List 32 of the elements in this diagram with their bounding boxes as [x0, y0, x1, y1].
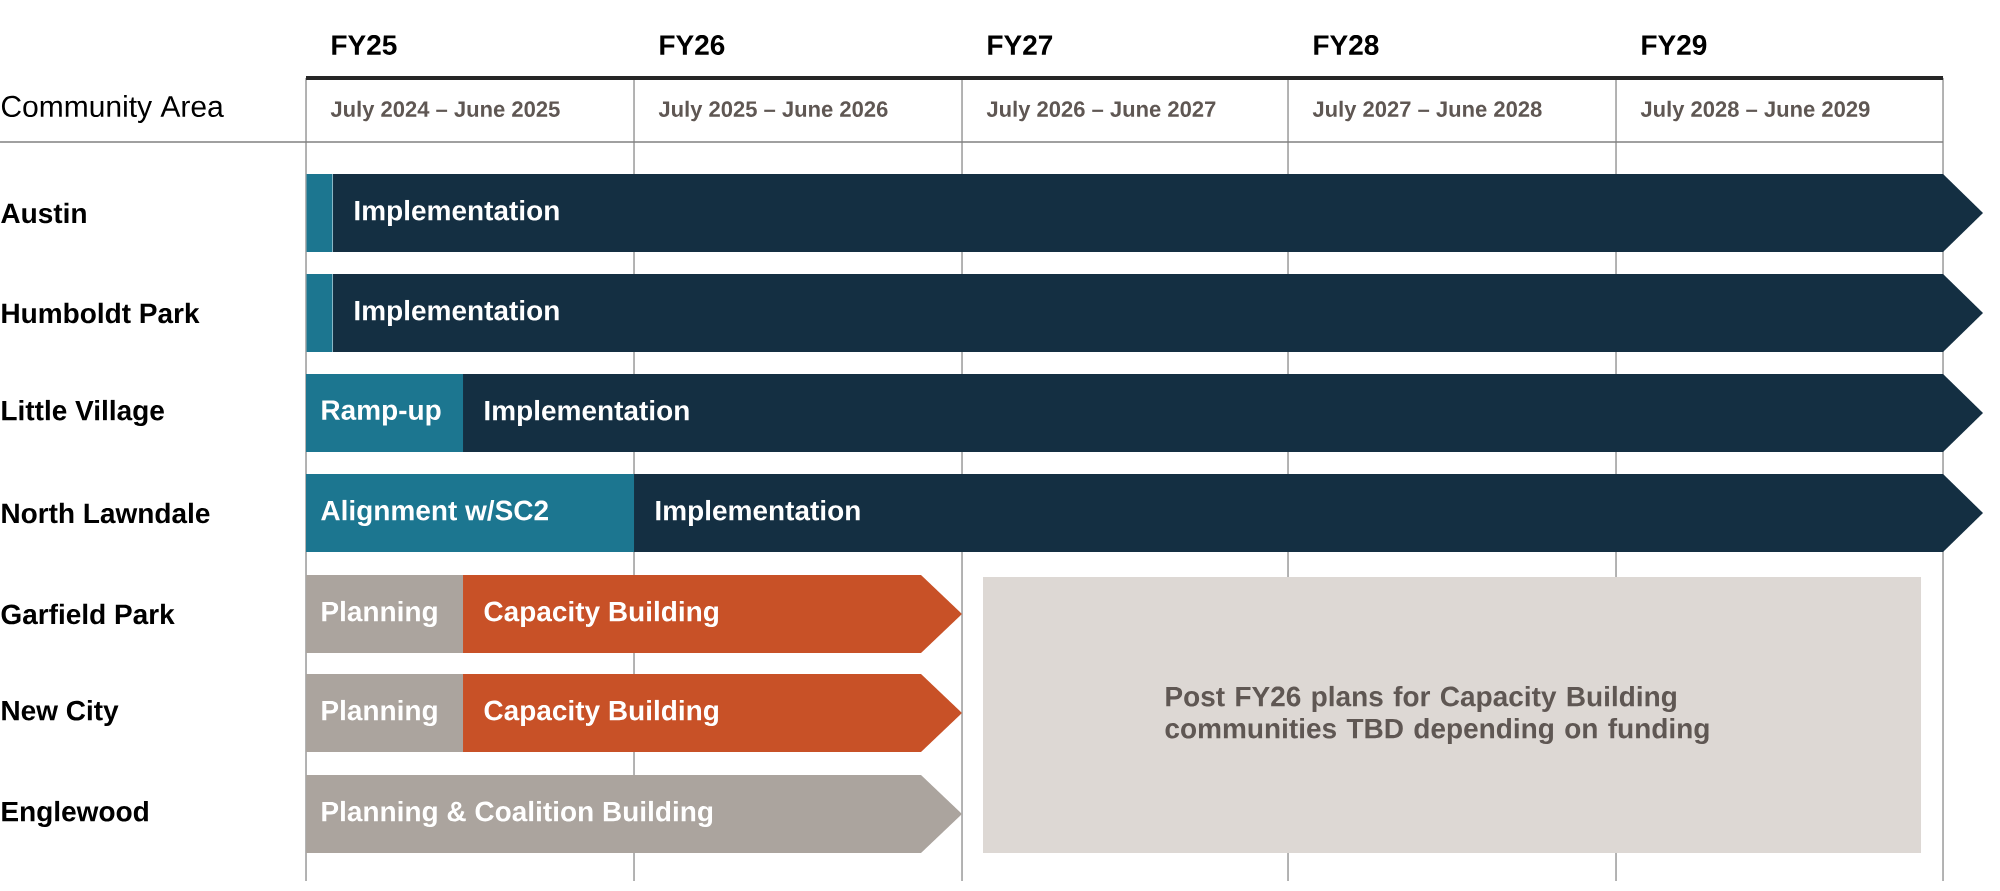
timeline-bar: Capacity Building [463, 575, 962, 653]
date-range: July 2027 – June 2028 [1312, 100, 1542, 122]
year-heading: FY26 [660, 35, 725, 55]
timeline-bar: Implementation [333, 174, 1983, 252]
timeline-bar: Planning [306, 575, 463, 653]
timeline-bar: Alignment w/SC2 [306, 474, 634, 552]
row-label: Austin [1, 202, 86, 224]
timeline-bar [306, 174, 333, 252]
row-label: Little Village [2, 399, 164, 427]
timeline-bar: Implementation [463, 374, 1983, 452]
timeline-bar: Implementation [333, 274, 1983, 352]
timeline-bar: Planning & Coalition Building [306, 775, 962, 853]
timeline-bar: Implementation [634, 474, 1983, 552]
date-range: July 2025 – June 2026 [658, 100, 888, 122]
row-label: Humboldt Park [2, 302, 200, 324]
year-heading: FY25 [332, 35, 397, 55]
year-heading: FY27 [988, 35, 1053, 55]
year-heading: FY29 [1642, 35, 1707, 55]
note-box: Post FY26 plans for Capacity Building communities TBD depending on funding [983, 577, 1921, 853]
date-range: July 2026 – June 2027 [986, 100, 1216, 122]
timeline-bar: Planning [306, 674, 463, 752]
row-label: North Lawndale [2, 502, 210, 524]
row-label: New City [2, 699, 119, 727]
row-label: Garfield Park [1, 603, 175, 625]
column-heading: Community Area [1, 95, 224, 123]
date-range: July 2024 – June 2025 [330, 100, 560, 122]
row-label: Englewood [2, 800, 148, 828]
timeline-bar [306, 274, 333, 352]
year-heading: FY28 [1314, 35, 1379, 55]
timeline-bar: Capacity Building [463, 674, 962, 752]
timeline-bar: Ramp-up [306, 374, 463, 452]
date-range: July 2028 – June 2029 [1640, 100, 1870, 122]
